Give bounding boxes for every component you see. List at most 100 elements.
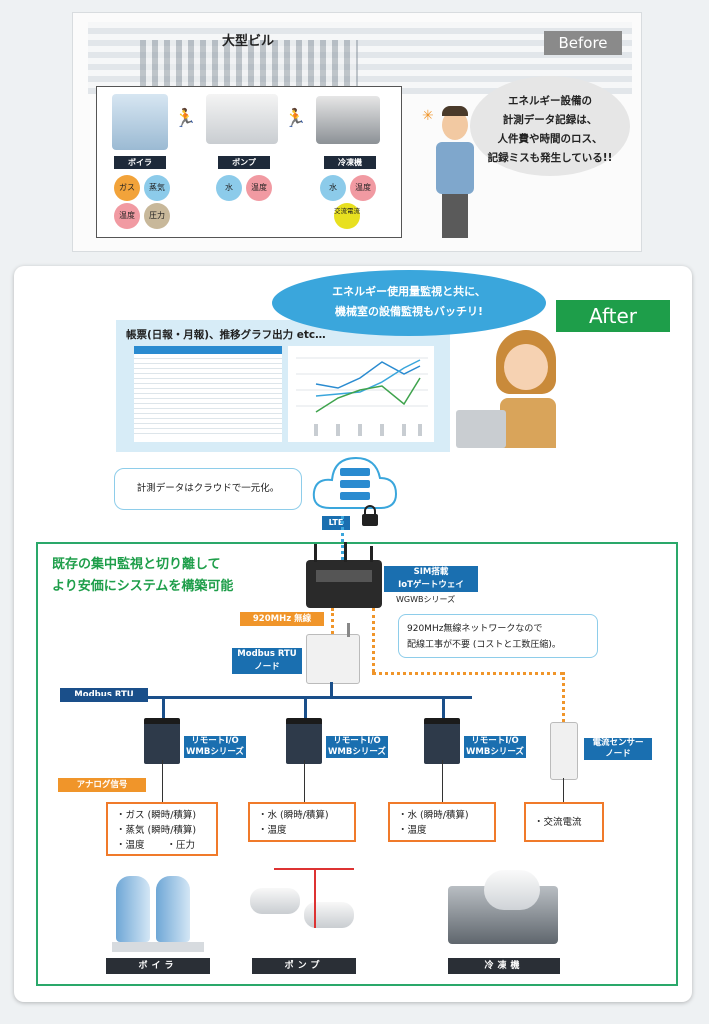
before-boiler-label: ボイラ [114,156,166,169]
lte-label: LTE [322,516,350,530]
pump-label: ポンプ [252,958,356,974]
wireless-link-line [331,608,334,634]
tag-ac-current: 交流電流 [334,203,360,229]
before-badge: Before [544,31,622,55]
modbus-rtu-node-device [306,623,360,684]
modbus-rtu-label: Modbus RTU [60,688,148,702]
wmb-label-line: リモートI/O [333,736,381,746]
tag-gas: ガス [114,175,140,201]
sensor-label-line: 電流センサー [592,738,644,748]
headline-line: 既存の集中監視と切り離して [52,557,221,572]
measure-line: ・温度 [398,825,427,836]
current-sensor-node-device [550,722,578,780]
boiler-label: ボイラ [106,958,210,974]
bubble-line: エネルギー設備の [508,95,592,107]
chiller-label: 冷凍機 [448,958,560,974]
report-title: 帳票(日報・月報)、推移グラフ出力 etc… [126,329,326,341]
signal-line [304,760,305,802]
tag-temperature: 温度 [350,175,376,201]
wmb-label-line: WMBシリーズ [328,747,386,757]
wireless-note: 920MHz無線ネットワークなので 配線工事が不要 (コストと工数圧縮)。 [398,614,598,658]
current-sensor-label: 電流センサー ノード [584,738,652,760]
report-table-thumbnail [134,346,282,442]
woman-with-laptop-illustration [456,328,568,450]
modbus-bus-line [330,682,333,696]
pump-illustration [206,94,278,144]
bubble-line: エネルギー使用量監視と共に、 [332,285,486,298]
measure-line: ・ガス (瞬時/積算) [116,810,197,821]
boiler-measure-box: ・ガス (瞬時/積算) ・蒸気 (瞬時/積算) ・温度 ・圧力 [106,802,218,856]
measure-line: ・水 (瞬時/積算) [258,810,329,821]
before-pump-label: ポンプ [218,156,270,169]
chiller-illustration [444,862,564,950]
wmb-label-line: リモートI/O [191,736,239,746]
pump-illustration [244,866,364,946]
analog-signal-label: アナログ信号 [58,778,146,792]
tag-temperature: 温度 [114,203,140,229]
gateway-label-line: SIM搭載 [413,567,449,577]
surprised-man-illustration: ✳ [422,102,480,242]
wmb-label-line: WMBシリーズ [186,747,244,757]
wireless-link-line [562,672,565,722]
pump-measure-box: ・水 (瞬時/積算) ・温度 [248,802,356,842]
note-line: 配線工事が不要 (コストと工数圧縮)。 [407,640,561,650]
signal-line [563,778,564,802]
bubble-line: 人件費や時間のロス、 [497,133,603,145]
tag-water: 水 [320,175,346,201]
remote-io-device [286,718,322,764]
boiler-illustration [112,94,168,150]
lock-icon [360,504,380,526]
chiller-measure-box: ・水 (瞬時/積算) ・温度 [388,802,496,842]
trend-graph [296,357,428,436]
signal-line [442,760,443,802]
running-person-icon: 🏃 [284,108,307,129]
trend-graph-thumbnail [288,346,434,442]
remote-io-device [424,718,460,764]
gateway-series: WGWBシリーズ [396,595,456,604]
modbus-bus-drop [304,696,307,718]
rtu-node-label: Modbus RTU ノード [232,648,302,674]
bubble-line: 記録ミスも発生している!! [487,152,613,164]
iot-gateway-device [306,542,382,608]
920mhz-label: 920MHz 無線 [240,612,324,626]
remote-io-label: リモートI/O WMBシリーズ [326,736,388,758]
rtu-label-line: Modbus RTU [237,649,297,659]
modbus-bus-drop [442,696,445,718]
cloud-note: 計測データはクラウドで一元化。 [114,468,302,510]
cloud-icon [308,450,400,516]
modbus-bus-line [60,696,472,699]
gateway-label: SIM搭載 IoTゲートウェイ [384,566,478,592]
tag-water: 水 [216,175,242,201]
wireless-link-line [372,608,375,672]
after-badge: After [556,300,670,332]
tag-steam: 蒸気 [144,175,170,201]
rtu-label-line: ノード [254,662,280,672]
remote-io-label: リモートI/O WMBシリーズ [464,736,526,758]
sensor-label-line: ノード [605,749,631,759]
running-person-icon: 🏃 [174,108,197,129]
measure-line: ・蒸気 (瞬時/積算) [116,825,197,836]
before-chiller-label: 冷凍機 [324,156,376,169]
measure-line: ・温度 ・圧力 [116,840,196,851]
tag-temperature: 温度 [246,175,272,201]
measure-line: ・温度 [258,825,287,836]
building-title: 大型ビル [222,34,275,49]
remote-io-device [144,718,180,764]
note-line: 920MHz無線ネットワークなので [407,624,543,634]
headline-line: より安価にシステムを構築可能 [52,579,234,594]
measure-line: ・水 (瞬時/積算) [398,810,469,821]
wmb-label-line: WMBシリーズ [466,747,524,757]
measure-line: ・交流電流 [534,817,582,828]
wmb-label-line: リモートI/O [471,736,519,746]
lte-link-line [341,516,344,560]
before-speech-bubble: エネルギー設備の 計測データ記録は、 人件費や時間のロス、 記録ミスも発生してい… [470,76,630,176]
system-headline: 既存の集中監視と切り離して より安価にシステムを構築可能 [52,554,233,598]
boiler-illustration [112,866,208,954]
system-area-box [36,542,678,986]
tag-pressure: 圧力 [144,203,170,229]
bubble-line: 機械室の設備監視もバッチリ! [334,305,483,318]
sensor-measure-box: ・交流電流 [524,802,604,842]
gateway-label-line: IoTゲートウェイ [398,580,464,590]
signal-line [162,760,163,802]
bubble-line: 計測データ記録は、 [502,114,598,126]
